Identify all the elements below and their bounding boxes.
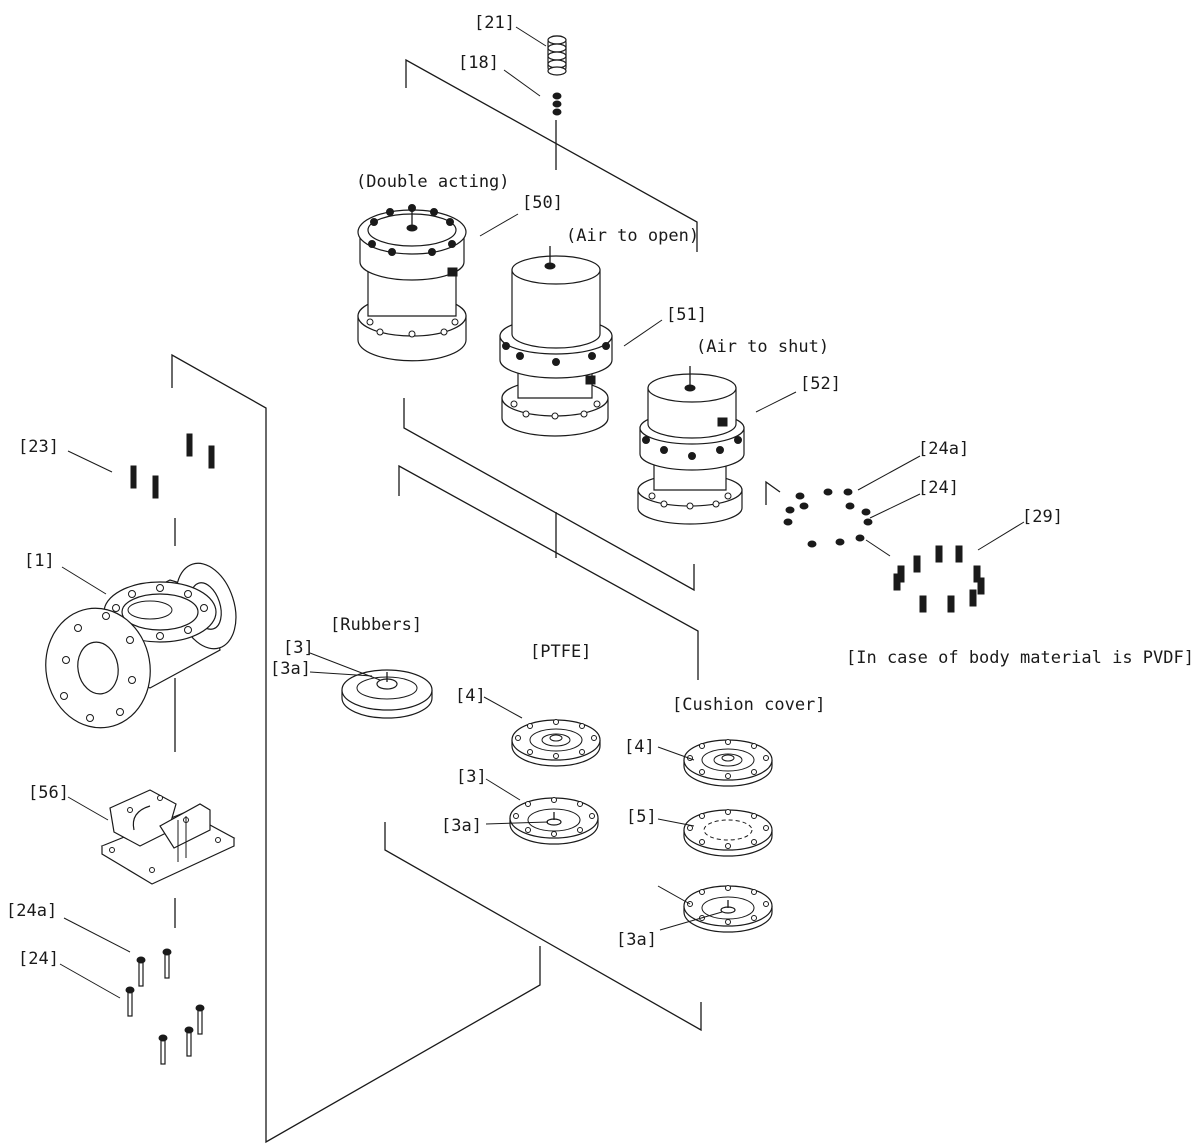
label-4-cushion: [4] [624,737,655,757]
label-3-ptfe: [3] [456,767,487,787]
label-24a-right: [24a] [918,439,969,459]
spring-part-21 [547,35,567,76]
valve-body-part-1 [45,562,237,729]
actuator-air-to-open-51 [499,246,613,437]
label-23: [23] [18,437,59,457]
label-3a-cushion: [3a] [616,930,657,950]
leader-lines [59,26,1025,999]
label-51: [51] [666,305,707,325]
label-5-cushion: [5] [626,807,657,827]
label-4-ptfe: [4] [455,686,486,706]
label-24a-left: [24a] [6,901,57,921]
diaphragm-cushion-3 [683,885,773,933]
bolts-left-part-24 [125,948,205,1065]
diaphragm-ptfe-4 [511,719,601,767]
label-3a-ptfe: [3a] [441,816,482,836]
label-air-to-open: (Air to open) [566,226,699,246]
label-3-rubbers: [3] [283,638,314,658]
actuator-double-acting-50 [357,204,467,362]
label-56: [56] [28,783,69,803]
diaphragm-cushion-4 [683,739,773,787]
label-18: [18] [458,53,499,73]
diaphragm-rubbers-3 [341,669,433,719]
label-double-acting: (Double acting) [356,172,510,192]
label-52: [52] [800,374,841,394]
springs-right-part-29 [893,545,985,613]
label-3a-rubbers: [3a] [270,659,311,679]
diaphragm-ptfe-3 [509,797,599,845]
cushion-part-5 [683,809,773,857]
nuts-washers-right-part-24 [783,488,873,548]
label-29: [29] [1022,507,1063,527]
o-rings-part-18 [552,92,562,116]
label-50: [50] [522,193,563,213]
label-24-right: [24] [918,478,959,498]
stud-bolts-part-23 [130,433,215,499]
label-ptfe: [PTFE] [530,642,591,662]
mounting-stand-part-56 [100,789,236,885]
label-cushion-cover: [Cushion cover] [672,695,826,715]
label-1: [1] [24,551,55,571]
label-air-to-shut: (Air to shut) [696,337,829,357]
callout-labels: [21] [18] (Double acting) [50] (Air to o… [6,13,1194,969]
label-21: [21] [474,13,515,33]
label-rubbers: [Rubbers] [330,615,422,635]
assembly-guide-lines [171,58,781,1144]
label-24-left: [24] [18,949,59,969]
actuator-air-to-shut-52 [637,366,745,525]
label-pvdf-note: [In case of body material is PVDF] [846,648,1194,668]
